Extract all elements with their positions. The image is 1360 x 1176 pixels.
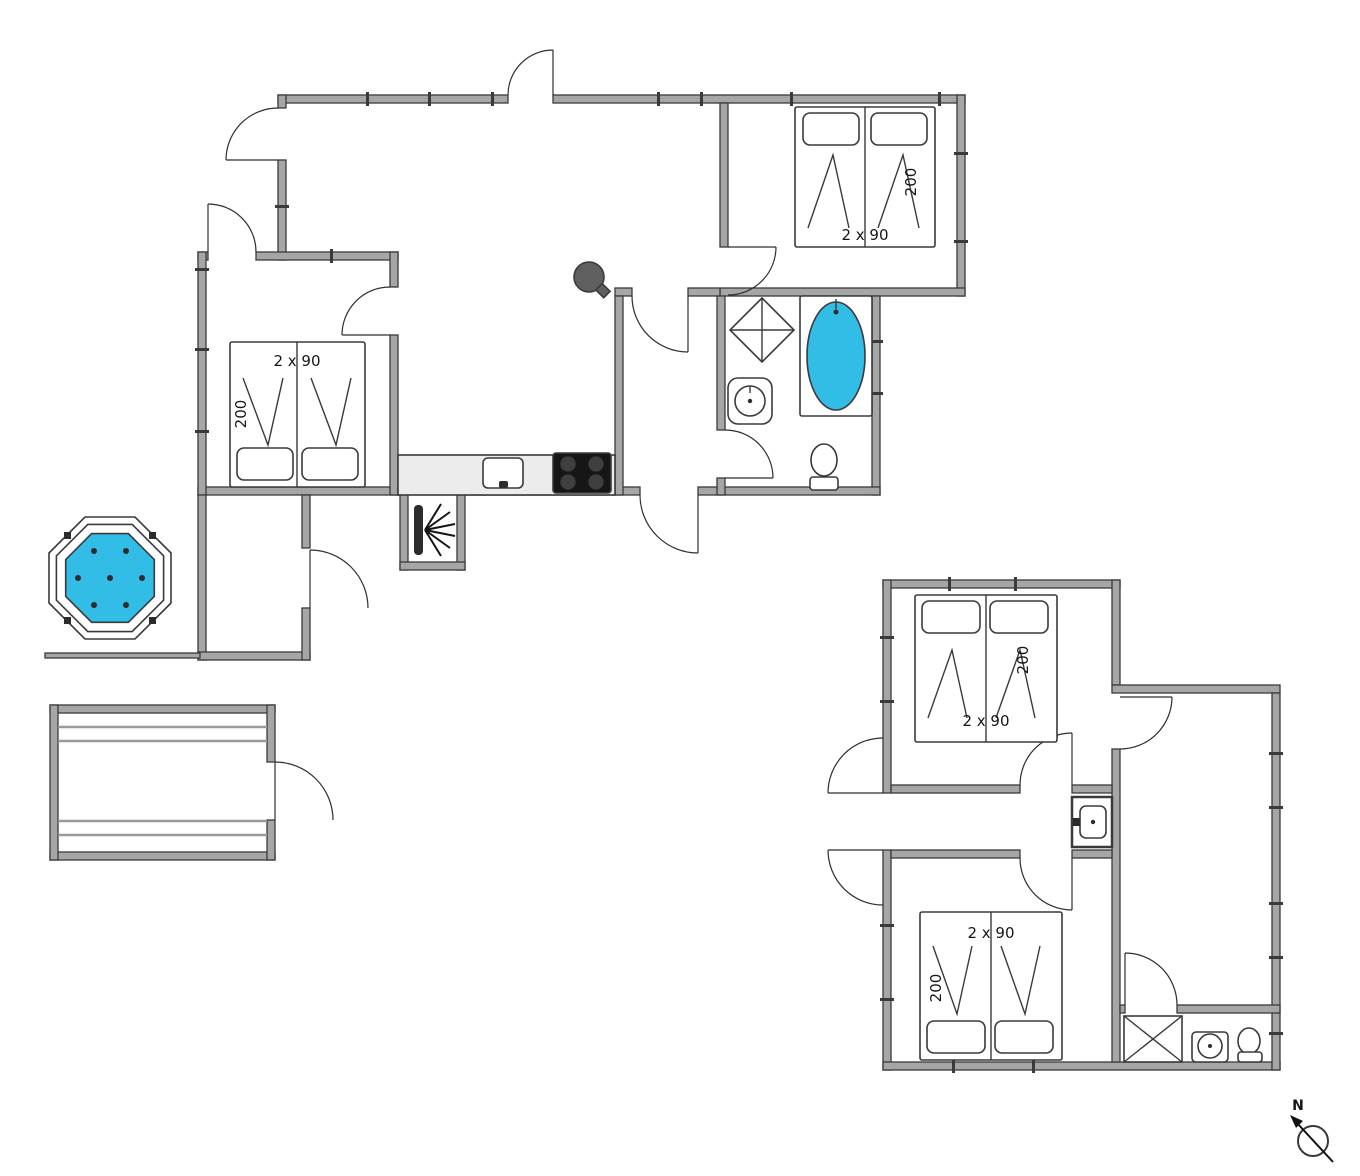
main-bathroom <box>727 295 873 491</box>
duvet-fold <box>877 152 920 229</box>
main-bedroom-right: 2 x 90 200 <box>794 106 936 248</box>
toilet <box>1237 1027 1263 1063</box>
bed-length-label: 200 <box>232 400 250 429</box>
annex-bathroom-door-swing <box>1124 952 1178 1006</box>
annex-bedroom-top: 200 2 x 90 <box>914 594 1058 743</box>
duvet-fold <box>932 945 973 1017</box>
hot-tub <box>48 516 172 640</box>
jet-icon <box>91 602 97 608</box>
ceiling-lamp-icon <box>573 261 612 299</box>
bed-length-label: 200 <box>1014 646 1032 675</box>
duvet-fold <box>1000 945 1041 1017</box>
annex: 200 2 x 90 2 x 90 200 <box>827 577 1283 1073</box>
pillow <box>921 600 981 634</box>
compass-rose: N <box>1290 1098 1334 1163</box>
porch-door-swing-west <box>225 107 279 161</box>
annex-entrance-door-swing-upper <box>827 737 884 794</box>
main-house-window-marks <box>195 92 968 433</box>
pillow <box>989 600 1049 634</box>
hall-door-swing <box>631 295 689 353</box>
bathtub <box>799 295 873 417</box>
jet-icon <box>75 575 81 581</box>
pillow <box>802 112 860 146</box>
annex-window-marks <box>880 577 1283 1073</box>
pillow <box>301 447 359 481</box>
pillow <box>870 112 928 146</box>
double-bed <box>229 341 366 488</box>
duvet-fold <box>927 647 968 719</box>
storage-door-swing <box>309 549 369 609</box>
tub-faucet-icon <box>833 309 839 315</box>
annex-bathroom <box>1123 1015 1263 1063</box>
washbasin <box>727 377 773 425</box>
washbasin <box>1191 1031 1229 1063</box>
annex-bedroom-top-door-swing <box>1019 732 1073 786</box>
faucet-icon <box>1073 818 1080 826</box>
duvet-fold <box>807 152 850 229</box>
porch-door-swing-north <box>207 203 257 253</box>
wood-stove-icon <box>414 503 456 557</box>
jet-icon <box>123 548 129 554</box>
kitchen-sink <box>482 457 524 489</box>
pillow <box>994 1020 1054 1054</box>
corridor-washbasin <box>1070 795 1114 849</box>
bathroom-door-swing <box>724 429 774 479</box>
compass-arrowhead-icon <box>1290 1115 1303 1128</box>
main-house: 2 x 90 200 2 x 90 200 <box>195 49 968 661</box>
bathtub-water <box>806 301 866 411</box>
double-bed <box>919 911 1063 1061</box>
shed <box>49 704 334 861</box>
compass-north-label: N <box>1292 1098 1304 1114</box>
pillow <box>926 1020 986 1054</box>
bed-width-label: 2 x 90 <box>273 352 320 370</box>
annex-bedroom-bottom: 2 x 90 200 <box>919 911 1063 1061</box>
entrance-door-swing <box>507 49 554 96</box>
compass-needle <box>1296 1122 1334 1163</box>
pillow <box>236 447 294 481</box>
bed-width-label: 2 x 90 <box>841 226 888 244</box>
annex-entrance-door-swing-lower <box>827 849 884 906</box>
terrace-edge <box>44 652 201 659</box>
bedroom-left-door-swing <box>341 286 391 336</box>
bed-width-label: 2 x 90 <box>967 924 1014 942</box>
bed-length-label: 200 <box>902 168 920 197</box>
shed-door-swing <box>274 761 334 821</box>
jet-icon <box>123 602 129 608</box>
toilet <box>809 443 839 491</box>
annex-hallway-door-swing <box>1119 696 1173 750</box>
jet-icon <box>91 548 97 554</box>
corner-shower <box>728 296 796 364</box>
double-bed <box>914 594 1058 743</box>
duvet-fold <box>242 377 284 448</box>
main-house-doors <box>207 49 777 609</box>
faucet-icon <box>499 481 508 488</box>
jet-icon <box>139 575 145 581</box>
shower <box>1123 1015 1183 1063</box>
annex-walls <box>882 579 1281 1071</box>
double-bed <box>794 106 936 248</box>
back-door-swing <box>639 494 699 554</box>
cooktop <box>552 452 612 494</box>
bedroom-right-door-swing <box>727 246 777 296</box>
main-bedroom-left: 2 x 90 200 <box>229 341 366 488</box>
annex-doors <box>827 696 1178 1006</box>
kitchen <box>397 452 616 496</box>
bed-length-label: 200 <box>927 974 945 1003</box>
duvet-fold <box>310 377 352 448</box>
duvet-fold <box>995 647 1036 719</box>
bed-width-label: 2 x 90 <box>962 712 1009 730</box>
annex-bedroom-bottom-door-swing <box>1019 857 1073 911</box>
jet-icon <box>107 575 113 581</box>
